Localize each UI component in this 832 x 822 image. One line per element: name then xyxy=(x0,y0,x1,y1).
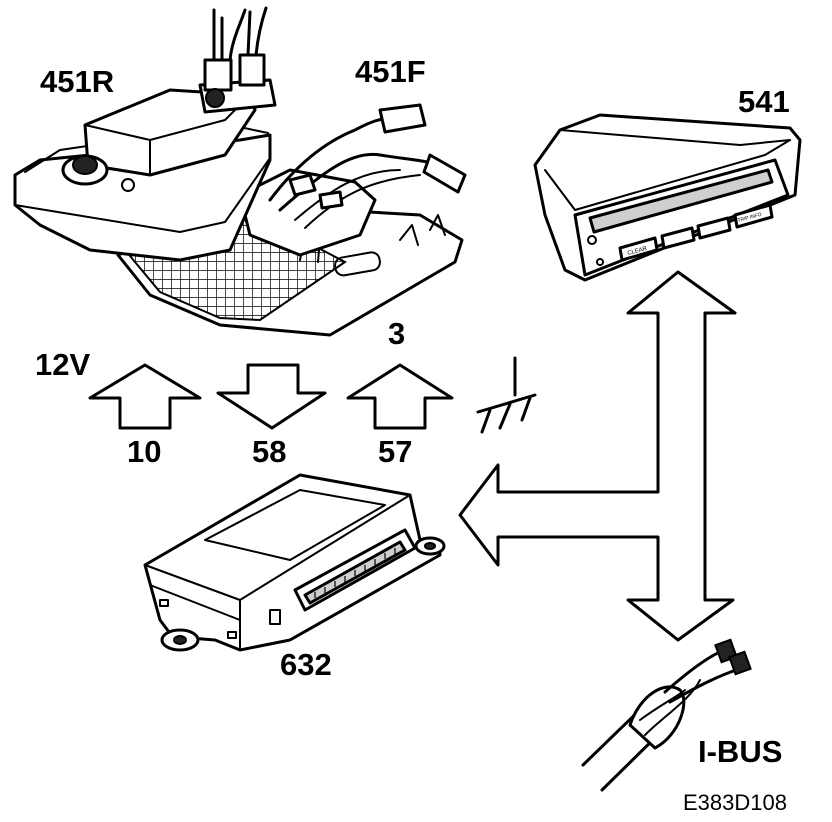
arrow-up-57 xyxy=(346,363,454,430)
label-3: 3 xyxy=(388,316,405,351)
clear-button-label: CLEAR xyxy=(627,246,649,257)
figure-code: E383D108 xyxy=(683,790,787,815)
label-58: 58 xyxy=(252,434,286,469)
bus-arrow xyxy=(458,270,737,642)
arrow-up-10 xyxy=(88,363,202,430)
label-10: 10 xyxy=(127,434,161,469)
ground-symbol xyxy=(476,356,537,434)
label-ibus: I-BUS xyxy=(698,734,782,769)
interior-lamp-assembly xyxy=(13,6,467,337)
label-451r: 451R xyxy=(40,64,114,99)
label-541: 541 xyxy=(738,84,790,119)
label-57: 57 xyxy=(378,434,412,469)
arrow-down-58 xyxy=(216,363,327,430)
label-451f: 451F xyxy=(355,54,426,89)
ibus-cable xyxy=(581,638,752,792)
control-module xyxy=(143,473,446,652)
display-unit: CLEAR TRIP INFO xyxy=(533,113,802,282)
label-632: 632 xyxy=(280,647,332,682)
label-12v: 12V xyxy=(35,347,90,382)
